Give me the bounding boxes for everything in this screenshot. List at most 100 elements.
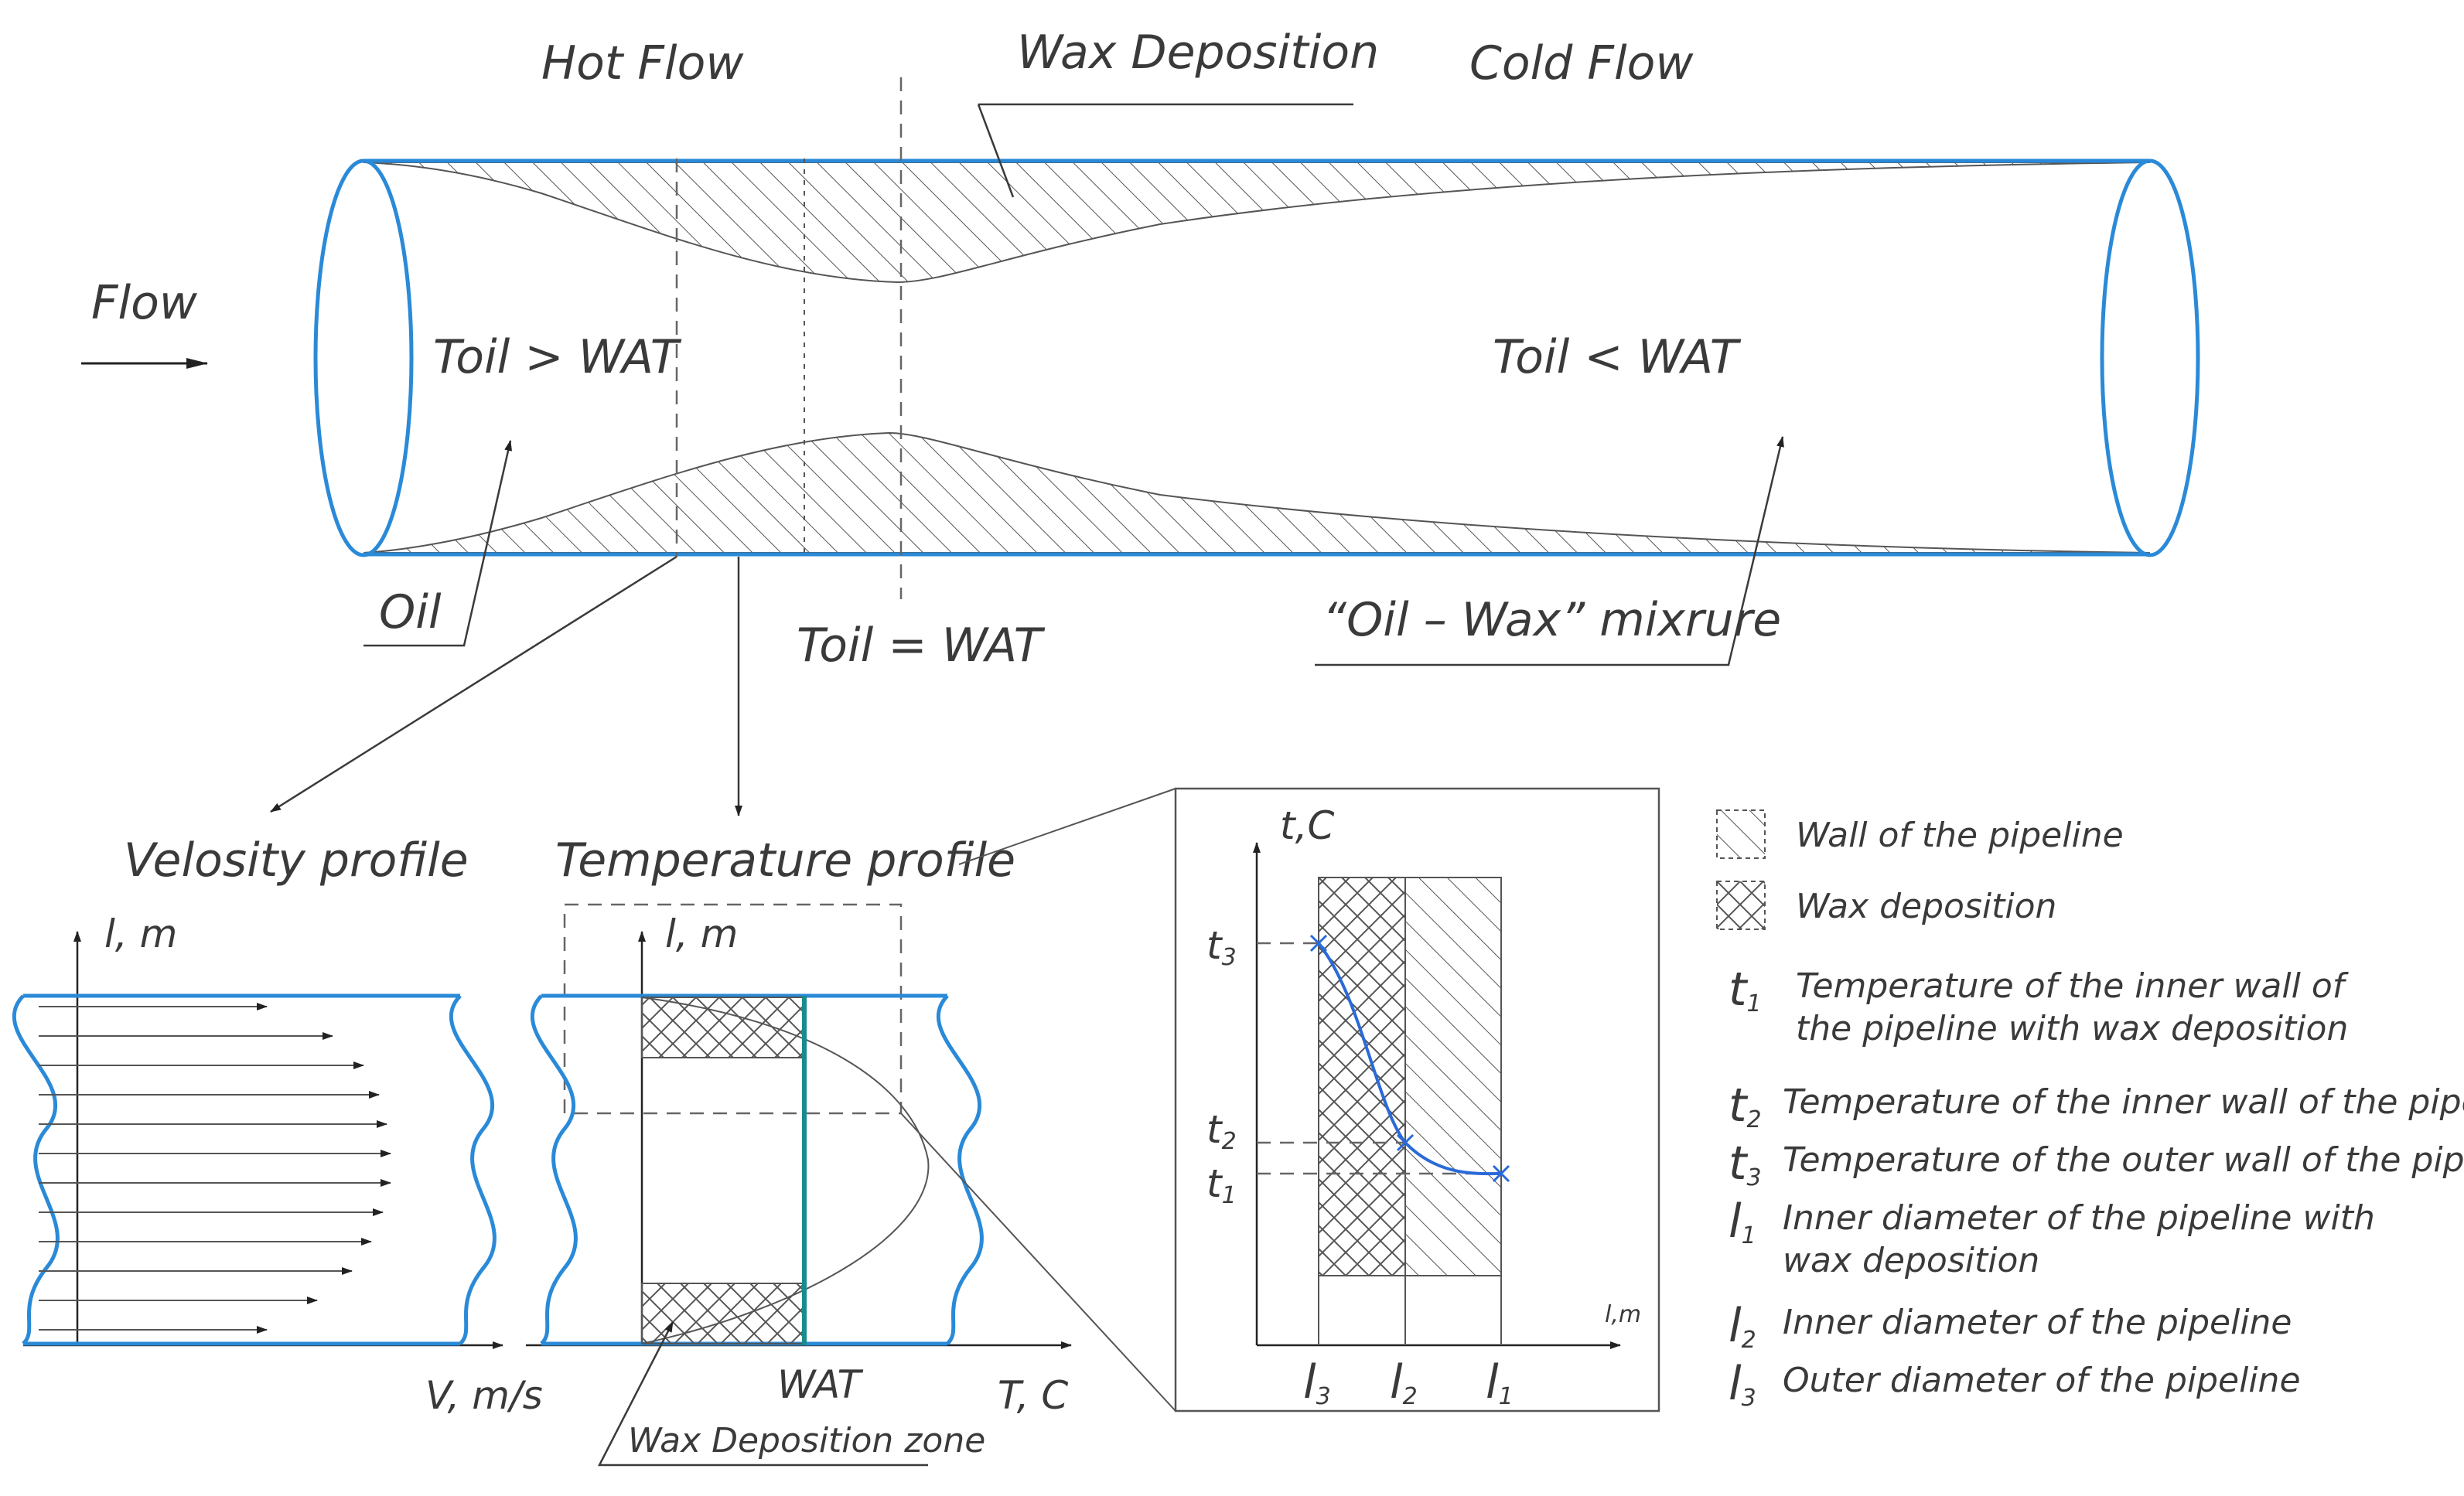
legend-wall-swatch bbox=[1716, 809, 1766, 859]
legend-t3-sym: t bbox=[1729, 1136, 1749, 1191]
legend-l2-symbol: l2 bbox=[1729, 1299, 1756, 1354]
tick-l1-main: l bbox=[1486, 1355, 1499, 1409]
legend-t1-sub: 1 bbox=[1747, 990, 1762, 1017]
legend-t2-line1: Temperature of the inner wall of the pip… bbox=[1783, 1082, 2464, 1122]
tick-l2: l2 bbox=[1390, 1355, 1418, 1410]
legend-t2-sub: 2 bbox=[1747, 1106, 1762, 1133]
legend-t1-line2: the pipeline with wax deposition bbox=[1796, 1009, 2348, 1048]
legend-wax-swatch bbox=[1716, 881, 1766, 930]
wax-deposition-pointer bbox=[977, 104, 1015, 198]
legend-wax-text: Wax deposition bbox=[1796, 887, 2056, 926]
tick-l2-sub: 2 bbox=[1403, 1383, 1418, 1410]
tick-l2-main: l bbox=[1390, 1355, 1403, 1409]
velocity-profile: l, m V, m/s bbox=[12, 912, 543, 1418]
temperature-curve bbox=[641, 997, 930, 1344]
tick-l3: l3 bbox=[1303, 1355, 1331, 1410]
tick-t3-main: t bbox=[1206, 923, 1223, 968]
temperature-left-break bbox=[530, 994, 578, 1345]
tick-t3-sub: 3 bbox=[1222, 944, 1237, 971]
legend-l3-symbol: l3 bbox=[1729, 1357, 1756, 1412]
temperature-x-axis-label: T, C bbox=[998, 1373, 1068, 1418]
legend-t3-line1: Temperature of the outer wall of the pip… bbox=[1783, 1140, 2464, 1180]
oil-wax-mixture-label: “Oil – Wax” mixrure bbox=[1322, 593, 1781, 647]
legend: Wall of the pipeline Wax deposition t1 T… bbox=[1716, 809, 2464, 1412]
wat-label: WAT bbox=[777, 1362, 864, 1407]
tick-t2-main: t bbox=[1206, 1107, 1223, 1152]
hot-flow-label: Hot Flow bbox=[541, 36, 744, 90]
top-wax-zone bbox=[641, 997, 805, 1058]
pipe-outlet bbox=[2100, 158, 2200, 557]
velocity-vectors bbox=[39, 1003, 391, 1334]
legend-l3-line1: Outer diameter of the pipeline bbox=[1783, 1361, 2301, 1400]
legend-l1-sym: l bbox=[1729, 1194, 1742, 1249]
legend-l3-sym: l bbox=[1729, 1357, 1742, 1411]
top-wax-deposit bbox=[363, 162, 2151, 284]
inset-wax-layer bbox=[1318, 877, 1406, 1276]
bottom-wax-deposit bbox=[363, 431, 2151, 554]
tick-t3: t3 bbox=[1206, 923, 1237, 971]
oil-leader bbox=[363, 440, 513, 647]
legend-wall-text: Wall of the pipeline bbox=[1796, 816, 2124, 855]
wall-temperature-inset: t,C l,m t3 t2 t1 l3 l2 l1 bbox=[1174, 787, 1660, 1413]
tick-l1-sub: 1 bbox=[1499, 1383, 1514, 1410]
legend-l1-symbol: l1 bbox=[1729, 1194, 1756, 1249]
velocity-profile-title: Velosity profile bbox=[124, 833, 469, 888]
cold-flow-label: Cold Flow bbox=[1469, 36, 1694, 90]
curve-point-t1 bbox=[1492, 1164, 1510, 1183]
tick-t1-main: t bbox=[1206, 1161, 1223, 1206]
legend-l2-line1: Inner diameter of the pipeline bbox=[1783, 1303, 2292, 1342]
inset-x-axis-label: l,m bbox=[1605, 1301, 1641, 1328]
tick-t1-sub: 1 bbox=[1222, 1182, 1237, 1209]
inset-frame bbox=[1174, 787, 1660, 1413]
temperature-y-axis-label: l, m bbox=[665, 912, 738, 956]
wax-deposition-label: Wax Deposition bbox=[1017, 26, 1379, 80]
tick-l3-sub: 3 bbox=[1316, 1383, 1331, 1410]
curve-points bbox=[1309, 934, 1510, 1183]
temperature-profile-title: Temperature profile bbox=[555, 833, 1015, 888]
curve-point-t2 bbox=[1396, 1133, 1415, 1152]
tick-t2-sub: 2 bbox=[1222, 1128, 1237, 1155]
curve-point-t3 bbox=[1309, 934, 1328, 952]
toil-gt-wat-label: Toil > WAT bbox=[433, 330, 682, 384]
tick-l3-main: l bbox=[1303, 1355, 1316, 1409]
legend-t2-symbol: t2 bbox=[1729, 1079, 1762, 1133]
legend-l1-sub: 1 bbox=[1742, 1222, 1756, 1249]
flow-label: Flow bbox=[91, 276, 198, 330]
legend-t1-symbol: t1 bbox=[1729, 963, 1762, 1017]
velocity-right-break bbox=[449, 994, 497, 1345]
inset-wall-layer bbox=[1404, 877, 1502, 1276]
legend-l2-sub: 2 bbox=[1742, 1327, 1756, 1354]
toil-eq-wat-label: Toil = WAT bbox=[797, 619, 1046, 673]
pipeline-section bbox=[313, 77, 2200, 599]
legend-t1-sym: t bbox=[1729, 963, 1749, 1017]
zoom-leader bbox=[900, 1113, 1176, 1412]
legend-t2-sym: t bbox=[1729, 1079, 1749, 1133]
legend-l1-line2: wax deposition bbox=[1783, 1241, 2039, 1280]
temperature-title-underline bbox=[958, 788, 1176, 865]
velocity-x-axis-label: V, m/s bbox=[425, 1373, 543, 1418]
legend-l1-line1: Inner diameter of the pipeline with bbox=[1783, 1198, 2375, 1238]
inset-y-axis-label: t,C bbox=[1280, 803, 1334, 848]
zoom-region bbox=[563, 903, 903, 1115]
velocity-y-axis-label: l, m bbox=[104, 912, 177, 956]
wax-zone-leader bbox=[597, 1321, 928, 1467]
tick-l1: l1 bbox=[1486, 1355, 1514, 1410]
pipe-inlet bbox=[313, 158, 414, 557]
legend-l3-sub: 3 bbox=[1742, 1385, 1756, 1412]
velocity-left-break bbox=[12, 994, 60, 1345]
temperature-profile: l, m T, C WAT Wax Deposition zone bbox=[526, 903, 1176, 1467]
temperature-right-break bbox=[936, 994, 984, 1345]
legend-t3-symbol: t3 bbox=[1729, 1136, 1762, 1191]
legend-t3-sub: 3 bbox=[1747, 1164, 1762, 1191]
legend-l2-sym: l bbox=[1729, 1299, 1742, 1353]
tick-t1: t1 bbox=[1206, 1161, 1237, 1209]
inset-temperature-curve bbox=[1317, 942, 1502, 1176]
bottom-wax-zone bbox=[641, 1283, 805, 1344]
oil-label: Oil bbox=[379, 585, 442, 639]
oil-wax-leader bbox=[1315, 436, 1784, 666]
toil-lt-wat-label: Toil < WAT bbox=[1493, 330, 1742, 384]
tick-t2: t2 bbox=[1206, 1107, 1237, 1155]
velocity-pointer bbox=[270, 555, 677, 813]
wax-zone-label: Wax Deposition zone bbox=[628, 1421, 985, 1460]
